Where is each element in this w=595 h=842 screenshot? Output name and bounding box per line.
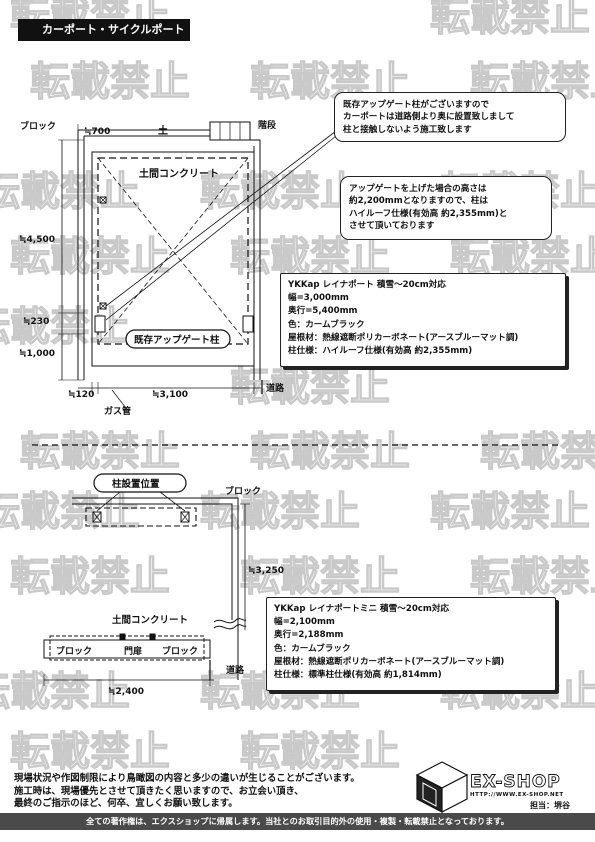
cycleport-spec-box: YKKap レイナポートミニ 積雪～20cm対応 幅=2,100mm 奥行=2,…	[266, 597, 556, 691]
spec-line: 柱仕様：標準柱仕様(有効高 約1,814mm)	[274, 670, 442, 681]
block-row	[43, 639, 211, 659]
watermark-text: 転載禁止	[0, 169, 140, 215]
disclaimer-notes: 現場状況や作図制限により鳥瞰図の内容と多少の違いが生じることがございます。 施工…	[14, 773, 360, 811]
spec-line: 幅=3,000mm	[288, 293, 349, 304]
concrete-label: 土間コンクリート	[112, 614, 188, 626]
existing-gate-post	[94, 315, 106, 333]
bottom-plan-labels: 柱設置位置 ブロック ≒3,250 土間コンクリート ブロック 門扉 ブロック …	[56, 473, 284, 697]
dim-label: ≒700	[84, 127, 110, 137]
leader-line	[105, 127, 347, 321]
soil-label: 土	[158, 124, 168, 137]
concrete-slab	[91, 151, 255, 367]
page-title: カーポート・サイクルポート	[18, 19, 190, 41]
spec-line: YKKap レイナポート 積雪～20cm対応	[288, 280, 446, 290]
road-label: 道路	[266, 382, 285, 394]
note-line: 既存アップゲート柱がございますので	[343, 100, 490, 110]
spec-line: 奥行=5,400mm	[288, 306, 358, 317]
note-line: 最終のご指示のほど、何卒、宜しくお願い致します。	[14, 798, 238, 810]
watermark-text: 転載禁止	[430, 0, 590, 40]
block-label: ブロック	[56, 645, 92, 657]
watermark-text: 転載禁止	[230, 234, 390, 280]
note-bubble-1: 既存アップゲート柱がございますので カーポートは道路側より奥に設置致しまして 柱…	[334, 92, 566, 142]
concrete-label: 土間コンクリート	[139, 167, 219, 180]
watermark-text: 転載禁止	[200, 489, 360, 535]
block-label: ブロック	[20, 120, 56, 132]
stairs-label: 階段	[258, 119, 277, 131]
watermark-text: 転載禁止	[470, 554, 595, 600]
carport-spec-box: YKKap レイナポート 積雪～20cm対応 幅=3,000mm 奥行=5,40…	[280, 273, 566, 367]
block-label: ブロック	[162, 645, 198, 657]
watermark-text: 転載禁止	[250, 429, 410, 475]
watermark-text: 転載禁止	[240, 729, 400, 775]
note-line: 約2,200mmとなりますので、柱は	[349, 196, 489, 207]
watermark-layer: 転載禁止 転載禁止 転載禁止 転載禁止 転載禁止 転載禁止 転載禁止 転載禁止 …	[0, 0, 595, 776]
dim-label: ≒3,100	[152, 390, 188, 400]
copyright-footer: 全ての著作権は、エクスショップに帰属します。当社とのお取引目的外の使用・複製・転…	[0, 813, 595, 830]
note-line: 柱と接触しないよう施工致します	[343, 124, 472, 135]
watermark-text: 転載禁止	[430, 489, 590, 535]
post-position-label: 柱設置位置	[112, 478, 160, 490]
spec-line: 色：カームブラック	[274, 643, 351, 654]
watermark-text: 転載禁止	[480, 429, 595, 475]
watermark-text: 転載禁止	[250, 59, 410, 105]
existing-post-tag	[125, 329, 231, 349]
watermark-text: 転載禁止	[10, 554, 170, 600]
watermark-text: 転載禁止	[30, 59, 190, 105]
watermark-text: 転載禁止	[0, 489, 140, 535]
gas-pipe-label: ガス管	[104, 405, 131, 417]
existing-gate-post	[242, 315, 254, 333]
existing-post-label: 既存アップゲート柱	[134, 334, 220, 346]
note-bubble-2: アップゲートを上げた場合の高さは 約2,200mmとなりますので、柱は ハイルー…	[340, 176, 552, 240]
post-position-tag	[93, 473, 187, 493]
logo-mark	[415, 761, 469, 813]
dim-label: ≒1,000	[19, 349, 55, 359]
dim-label: ≒120	[68, 390, 94, 400]
left-wall	[77, 130, 85, 380]
spec-line: 色：カームブラック	[288, 319, 365, 330]
note-line: させて頂いております	[349, 221, 435, 232]
bottom-plan	[43, 491, 250, 686]
note-line: ハイルーフ仕様(有効高 約2,355mm)と	[349, 208, 508, 219]
dim-label: ≒4,500	[19, 235, 55, 245]
block-row-dashed	[49, 635, 205, 661]
watermark-text: 転載禁止	[240, 554, 400, 600]
spec-line: 屋根材：熱線遮断ポリカーボネート(アースブルーマット調)	[288, 332, 519, 343]
dim-label: ≒230	[23, 317, 49, 327]
watermark-text: 転載禁止	[200, 169, 360, 215]
note-line: 施工時は、現場優先とさせて頂きたく思いますので、お立会い頂き、	[14, 785, 304, 797]
road-label: 道路	[226, 664, 245, 676]
note-line: アップゲートを上げた場合の高さは	[349, 184, 487, 194]
leader-line	[105, 127, 341, 307]
watermark-text: 転載禁止	[0, 669, 130, 715]
spec-line: 奥行=2,188mm	[274, 630, 344, 641]
dim-label: ≒2,400	[108, 687, 144, 697]
spec-line: 屋根材：熱線遮断ポリカーボネート(アースブルーマット調)	[274, 656, 505, 667]
logo-name: EX-SHOP	[470, 772, 561, 793]
block-label: ブロック	[225, 485, 261, 497]
watermark-text: 転載禁止	[10, 234, 170, 280]
staff-label: 担当：堺谷	[530, 801, 570, 810]
logo-url: HTTP://WWW.EX-SHOP.NET	[470, 792, 564, 798]
cycleport-post	[180, 511, 190, 523]
watermark-text: 転載禁止	[450, 234, 595, 280]
watermark-text: 転載禁止	[0, 304, 130, 350]
cycleport-post	[92, 511, 102, 523]
dim-label: ≒3,250	[248, 566, 284, 576]
gate-pillar-label: 門扉	[124, 645, 142, 657]
top-plan-labels: ブロック ≒700 土 階段 土間コンクリート ≒4,500 ≒230 ≒1,0…	[19, 119, 285, 417]
watermark-text: 転載禁止	[10, 729, 170, 775]
watermark-text: 転載禁止	[20, 429, 180, 475]
carport-post	[99, 196, 107, 204]
spec-line: 柱仕様：ハイルーフ仕様(有効高 約2,355mm)	[288, 346, 473, 357]
cycleport-outline	[85, 507, 197, 527]
spec-line: YKKap レイナポートミニ 積雪～20cm対応	[274, 604, 450, 614]
note-line: 現場状況や作図制限により鳥瞰図の内容と多少の違いが生じることがございます。	[14, 773, 360, 784]
spec-line: 幅=2,100mm	[274, 617, 335, 628]
note-line: カーポートは道路側より奥に設置致しまして	[343, 112, 515, 123]
watermark-text: 転載禁止	[230, 364, 390, 410]
